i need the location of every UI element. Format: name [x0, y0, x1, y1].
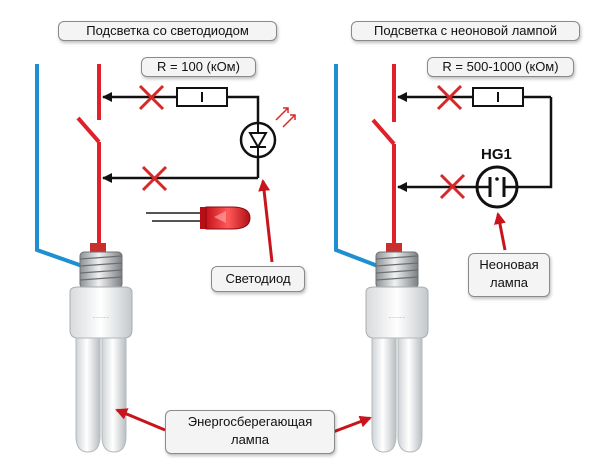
left-circuit: ............	[35, 64, 296, 453]
left-cross-top	[138, 84, 165, 111]
neon-lamp-label-line2: лампа	[489, 275, 529, 290]
left-panel-title: Подсветка со светодиодом	[58, 21, 277, 41]
energy-saving-lamp-label: Энергосберегающая лампа	[165, 410, 335, 454]
left-energy-saving-lamp: ............	[69, 243, 133, 453]
svg-text:............: ............	[93, 314, 110, 320]
led-image	[146, 206, 251, 230]
neon-lamp-label-line1: Неоновая	[479, 257, 539, 272]
right-resistor-label: R = 500-1000 (кОм)	[427, 57, 574, 77]
neon-lamp-label: Неоновая лампа	[468, 253, 550, 297]
light-emission-arrows	[275, 107, 296, 128]
right-neutral-wire	[334, 64, 384, 270]
left-cross-bottom	[141, 165, 168, 192]
led-pointer-arrow	[258, 179, 274, 263]
right-cross-bottom	[439, 173, 466, 200]
left-neutral-wire	[35, 64, 89, 270]
right-wire-right	[518, 97, 553, 189]
bottom-pointer-right	[332, 415, 372, 434]
left-wire-right	[252, 95, 260, 122]
right-switch-blade	[371, 118, 396, 146]
energy-saving-lamp-label-line1: Энергосберегающая	[187, 414, 313, 429]
bottom-pointer-left	[115, 408, 166, 432]
led-symbol	[239, 121, 277, 159]
neon-pointer-arrow	[494, 212, 507, 251]
right-cross-top	[436, 84, 463, 111]
left-resistor-label: R = 100 (кОм)	[141, 57, 256, 77]
neon-lamp-symbol	[475, 165, 519, 209]
energy-saving-lamp-label-line2: лампа	[230, 432, 270, 447]
left-switch-blade	[76, 116, 101, 144]
led-label: Светодиод	[211, 266, 305, 292]
neon-lamp-tag: HG1	[481, 146, 512, 163]
right-circuit: ............	[334, 64, 553, 453]
svg-text:............: ............	[389, 314, 406, 320]
right-energy-saving-lamp: ............	[365, 243, 429, 453]
right-panel-title: Подсветка с неоновой лампой	[351, 21, 580, 41]
